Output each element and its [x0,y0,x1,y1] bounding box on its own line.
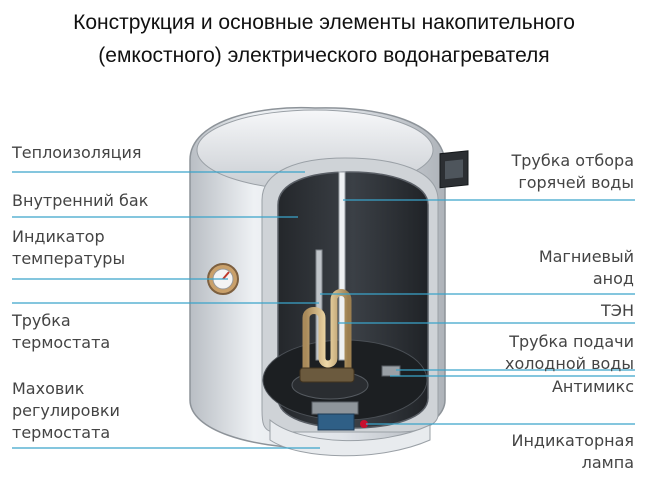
label-thermostat-tube: Трубка термостата [12,311,111,352]
title-line-1: Конструкция и основные элементы накопите… [73,11,575,34]
indicator-lamp-icon [360,420,368,428]
label-magnesium-anode: Магниевый анод [538,247,634,288]
label-cold-water-inlet: Трубка подачи холодной воды [505,332,634,373]
thermostat-display-icon [439,150,469,189]
diagram-title: Конструкция и основные элементы накопите… [0,6,648,72]
title-line-2: (емкостного) электрического водонагреват… [98,44,550,67]
label-insulation: Теплоизоляция [12,143,142,162]
hot-water-tube-icon [338,171,346,361]
label-inner-tank: Внутренний бак [12,191,149,210]
label-thermostat-knob: Маховик регулировки термостата [12,379,120,442]
label-heating-element: ТЭН [601,301,634,320]
label-temperature-indicator: Индикатор температуры [12,227,126,268]
label-antimix: Антимикс [551,377,634,396]
label-indicator-lamp: Индикаторная лампа [511,431,634,472]
label-hot-water-outlet: Трубка отбора горячей воды [511,151,634,192]
thermostat-knob-icon [311,401,359,431]
cold-water-inlet-icon [381,365,401,377]
heating-element-icon [299,289,355,383]
leader-lines [12,171,635,449]
